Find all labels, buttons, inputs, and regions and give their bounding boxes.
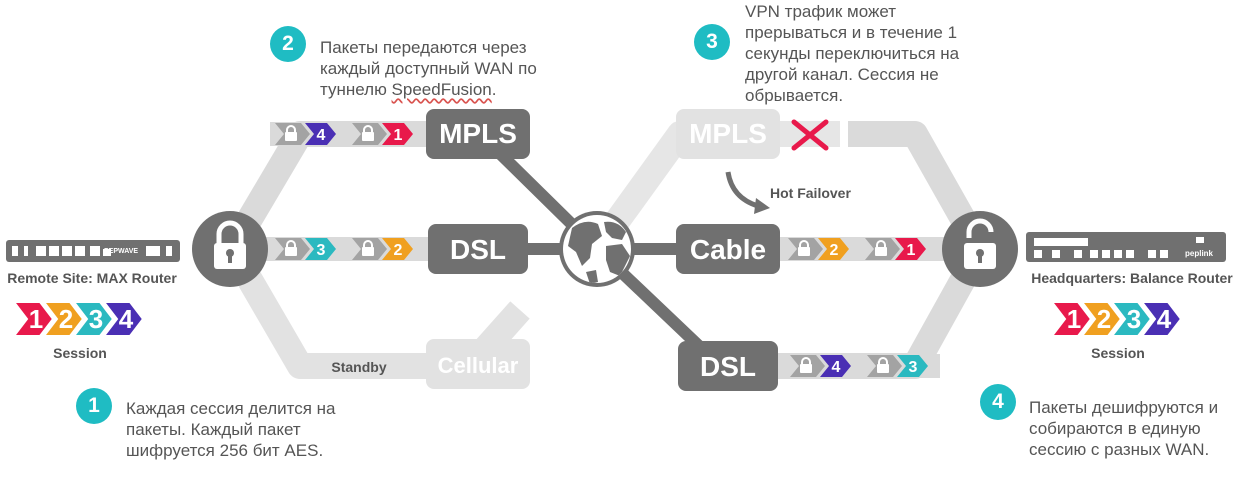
balance-router-device: peplink — [1026, 232, 1226, 262]
session-right-number-4: 4 — [1157, 304, 1172, 334]
step-4-text: Пакеты дешифруются и собираются в единую… — [1029, 398, 1219, 459]
step-1-badge: 1 — [76, 388, 112, 424]
remote-site-label: Remote Site: MAX Router — [7, 270, 177, 286]
lock-left-icon — [192, 211, 268, 287]
packet-dsl_mid-1-number: 3 — [317, 242, 326, 259]
session-right-item-1: 1 — [1049, 301, 1093, 337]
session-left-item-3: 3 — [71, 301, 115, 337]
unlock-right-icon — [942, 211, 1018, 287]
packet-dsl_low-2-lock-icon — [878, 357, 888, 365]
packet-mpls_top-1-number: 4 — [317, 127, 326, 144]
session-right-number-1: 1 — [1067, 304, 1081, 334]
packet-cable-2: 1 — [865, 238, 926, 260]
session-right-number-3: 3 — [1127, 304, 1141, 334]
node-dsl-mid: DSL — [428, 224, 528, 274]
packet-dsl_low-1: 4 — [790, 355, 851, 377]
node-cable: Cable — [676, 224, 780, 274]
session-left-number-1: 1 — [29, 304, 43, 334]
pepwave-logo: PEPWAVE — [104, 248, 138, 255]
packet-mpls_top-2: 1 — [352, 123, 413, 145]
node-dsl-low: DSL — [678, 341, 778, 391]
packet-dsl_mid-2-number: 2 — [394, 242, 403, 259]
hot-failover-label: Hot Failover — [770, 185, 851, 201]
packet-dsl_low-1-lock-icon — [801, 357, 811, 365]
session-left-number-4: 4 — [119, 304, 134, 334]
packet-cable-2-lock-icon — [876, 240, 886, 248]
packets-layer: 4 1 3 2 2 1 4 3 — [275, 123, 928, 377]
packet-dsl_low-2: 3 — [867, 355, 928, 377]
packet-mpls_top-2-lock-icon — [363, 125, 373, 133]
packet-mpls_top-1-lock-icon — [286, 125, 296, 133]
session-left-label: Session — [53, 345, 107, 361]
svg-text:DSL: DSL — [700, 351, 756, 382]
packet-dsl_mid-2-lock-icon — [363, 240, 373, 248]
svg-text:DSL: DSL — [450, 234, 506, 265]
packet-cable-2-number: 1 — [907, 242, 916, 259]
step-1-text: Каждая сессия делится на пакеты. Каждый … — [126, 399, 336, 460]
step-2-line-3c: . — [491, 80, 497, 99]
packet-cable-1: 2 — [788, 238, 849, 260]
session-left-number-3: 3 — [89, 304, 103, 334]
packet-cable-1-lock-icon — [799, 240, 809, 248]
packet-mpls_top-1: 4 — [275, 123, 336, 145]
max-router-device: PEPWAVE — [6, 240, 180, 262]
step-3-badge: 3 — [694, 24, 730, 60]
failure-x-icon — [791, 119, 829, 151]
step-2-line-3a: туннелю — [320, 80, 392, 99]
packet-dsl_mid-1-lock-icon — [286, 240, 296, 248]
session-right-number-2: 2 — [1097, 304, 1111, 334]
step-2-text: Пакеты передаются через каждый доступный… — [320, 37, 560, 100]
session-right-item-4: 4 — [1139, 301, 1183, 337]
step-4-badge: 4 — [980, 384, 1016, 420]
headquarters-label: Headquarters: Balance Router — [1031, 270, 1233, 286]
node-cellular: Cellular — [426, 339, 530, 389]
peplink-logo: peplink — [1185, 249, 1214, 258]
session-left-item-4: 4 — [101, 301, 145, 337]
globe-icon — [559, 211, 635, 287]
svg-text:MPLS: MPLS — [439, 118, 517, 149]
packet-dsl_mid-1: 3 — [275, 238, 336, 260]
session-right-label: Session — [1091, 345, 1145, 361]
packet-mpls_top-2-number: 1 — [394, 127, 403, 144]
svg-text:MPLS: MPLS — [689, 118, 767, 149]
packet-dsl_low-1-number: 4 — [832, 359, 841, 376]
svg-text:Cable: Cable — [690, 234, 766, 265]
svg-text:Cellular: Cellular — [438, 353, 519, 378]
step-2-line-2: каждый доступный WAN по — [320, 59, 537, 78]
packet-dsl_mid-2: 2 — [352, 238, 413, 260]
node-mpls-top: MPLS — [426, 109, 530, 159]
standby-label: Standby — [331, 359, 386, 375]
speedfusion-term: SpeedFusion — [391, 80, 492, 99]
session-right-item-2: 2 — [1079, 301, 1123, 337]
step-3-text: VPN трафик может прерываться и в течение… — [745, 2, 960, 105]
step-2-line-1: Пакеты передаются через — [320, 38, 527, 57]
session-left-item-2: 2 — [41, 301, 85, 337]
failover-arrow-icon — [725, 171, 770, 214]
packet-dsl_low-2-number: 3 — [909, 359, 918, 376]
session-left-item-1: 1 — [11, 301, 55, 337]
session-left-number-2: 2 — [59, 304, 73, 334]
step-2-line-3: туннелю SpeedFusion. — [320, 79, 560, 100]
step-2-badge: 2 — [270, 26, 306, 62]
node-mpls-failed: MPLS — [676, 109, 780, 159]
session-right-item-3: 3 — [1109, 301, 1153, 337]
packet-cable-1-number: 2 — [830, 242, 839, 259]
